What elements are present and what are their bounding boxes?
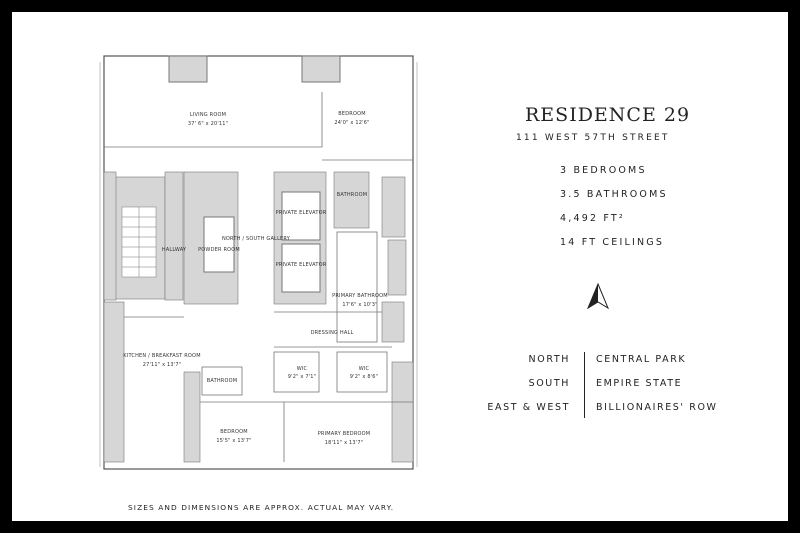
primary-bedroom-label: PRIMARY BEDROOM [318, 431, 371, 437]
private-elevator-1 [281, 191, 321, 241]
kitchen-label: KITCHEN / BREAKFAST ROOM [123, 353, 200, 359]
stat-ceilings: 14 FT CEILINGS [560, 237, 665, 248]
core-wall [333, 171, 370, 229]
column [168, 55, 208, 83]
core-wall [103, 171, 117, 301]
wic-1-label: WIC [297, 366, 308, 372]
bedroom-s-label: BEDROOM [220, 429, 248, 435]
core-wall [164, 171, 184, 301]
primary-bathroom-label: PRIMARY BATHROOM [332, 293, 388, 299]
column [183, 371, 201, 463]
north-arrow-icon [586, 282, 610, 310]
stat-area: 4,492 FT² [560, 213, 625, 224]
stat-bedrooms: 3 BEDROOMS [560, 165, 647, 176]
address: 111 WEST 57TH STREET [516, 133, 670, 143]
window-mullions [99, 62, 418, 467]
wic-2-dim: 9'2" x 8'6" [350, 374, 378, 380]
bathroom-ne-label: BATHROOM [337, 192, 368, 198]
bedroom-s-dim: 15'5" x 13'7" [216, 438, 251, 444]
column [391, 361, 414, 463]
orient-north-dir: NORTH [528, 354, 570, 365]
dressing-hall-label: DRESSING HALL [311, 330, 354, 336]
primary-bedroom-dim: 18'11" x 13'7" [325, 440, 364, 446]
orient-south-dir: SOUTH [528, 378, 570, 389]
kitchen-dim: 27'11" x 13'7" [143, 362, 182, 368]
primary-bathroom-dim: 17'6" x 10'3" [342, 302, 377, 308]
orient-south-view: EMPIRE STATE [596, 378, 683, 389]
column [301, 55, 341, 83]
private-elevator-2 [281, 243, 321, 293]
core-wall [381, 301, 405, 343]
private-elevator-1-label: PRIVATE ELEVATOR [276, 210, 327, 216]
disclaimer: SIZES AND DIMENSIONS ARE APPROX. ACTUAL … [128, 503, 395, 512]
orientation-divider [584, 352, 585, 418]
core-wall [381, 176, 406, 238]
orient-north-view: CENTRAL PARK [596, 354, 687, 365]
column [103, 301, 125, 463]
living-room-dim: 37' 6" x 20'11" [188, 121, 228, 127]
orient-eastwest-dir: EAST & WEST [487, 402, 570, 413]
living-room-label: LIVING ROOM [190, 112, 226, 118]
floor-plan: LIVING ROOM 37' 6" x 20'11" BEDROOM 24'0… [99, 55, 418, 470]
gallery-label: NORTH / SOUTH GALLERY [222, 236, 291, 242]
bedroom-ne-dim: 24'0" x 12'6" [334, 120, 369, 126]
sheet: LIVING ROOM 37' 6" x 20'11" BEDROOM 24'0… [12, 12, 788, 521]
wic-1-dim: 9'2" x 7'1" [288, 374, 316, 380]
stat-bathrooms: 3.5 BATHROOMS [560, 189, 668, 200]
partitions [104, 92, 413, 462]
bedroom-ne-label: BEDROOM [338, 111, 366, 117]
orient-eastwest-view: BILLIONAIRES' ROW [596, 402, 718, 413]
core-wall [387, 239, 407, 296]
powder-room [203, 216, 235, 273]
hallway-label: HALLWAY [162, 247, 187, 253]
residence-title: RESIDENCE 29 [525, 104, 691, 126]
powder-room-label: POWDER ROOM [198, 247, 240, 253]
private-elevator-2-label: PRIVATE ELEVATOR [276, 262, 327, 268]
bathroom-s-label: BATHROOM [207, 378, 238, 384]
wic-2-label: WIC [359, 366, 370, 372]
stair-treads [121, 206, 157, 278]
